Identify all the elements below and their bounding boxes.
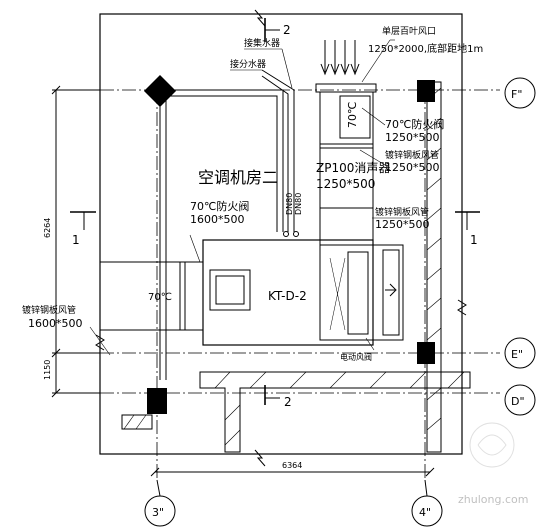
section-label-right: 1	[470, 233, 478, 247]
wall-bottom	[121, 371, 471, 453]
water-leaders	[230, 48, 293, 89]
louver-intake	[315, 39, 395, 93]
column-f4	[417, 80, 435, 102]
dim-horizontal: 6364	[282, 461, 302, 470]
label-louver-spec: 1250*2000,底部距地1m	[368, 42, 483, 55]
label-fire-damper-left-title: 70℃防火阀	[190, 199, 249, 213]
duct-vertical	[319, 92, 386, 245]
label-silencer-title: ZP100消声器	[316, 161, 390, 175]
label-water-collector: 接集水器	[244, 37, 280, 49]
label-louver-title: 单层百叶风口	[382, 25, 436, 37]
leader-duct-left	[89, 326, 111, 356]
axis-bubble-3: 3"	[144, 479, 176, 527]
section-label-left: 1	[72, 233, 80, 247]
label-steel-duct-mid-size: 1250*500	[375, 218, 430, 231]
section-label-top: 2	[283, 23, 291, 37]
axis-bubble-e: E"	[504, 337, 536, 369]
axis-bubble-4: 4"	[411, 479, 443, 527]
section-mark-left	[70, 211, 96, 230]
section-mark-bottom	[264, 385, 280, 405]
pipe-label-b: DN80	[294, 193, 303, 215]
dimension-lines	[51, 85, 435, 477]
watermark-text: zhulong.com	[458, 493, 528, 506]
grid-lines	[56, 89, 500, 480]
label-steel-duct-left-size: 1600*500	[28, 317, 83, 330]
column-d3	[147, 388, 167, 414]
axis-bubble-d: D"	[504, 384, 536, 416]
label-steel-duct-left-title: 镀锌钢板风管	[22, 304, 76, 316]
duct-horizontal-left	[100, 234, 203, 331]
label-water-distributor: 接分水器	[230, 58, 266, 70]
axis-label-3: 3"	[152, 506, 164, 519]
axis-label-4: 4"	[419, 506, 431, 519]
dim-vertical-main: 6264	[43, 218, 52, 238]
label-damper-70: 70℃	[148, 292, 172, 303]
section-mark-right	[455, 211, 480, 230]
dim-vertical-lower: 1150	[43, 360, 52, 380]
unit-label: KT-D-2	[268, 289, 307, 303]
break-marks	[95, 9, 467, 467]
label-steel-duct-top-title: 镀锌钢板风管	[385, 149, 439, 161]
label-steel-duct-mid-title: 镀锌钢板风管	[375, 206, 429, 218]
label-fire-damper-top-title: 70℃防火阀	[385, 117, 444, 131]
room-name: 空调机房二	[198, 168, 278, 187]
duct-outlet-right	[365, 244, 404, 351]
axis-label-d: D"	[511, 395, 525, 408]
pipe-label-a: DN80	[285, 193, 294, 215]
axis-label-e: E"	[511, 348, 523, 361]
label-temp-marker: 70℃	[346, 102, 359, 128]
label-fire-damper-top-size: 1250*500	[385, 131, 440, 144]
label-steel-duct-top-size: 1250*500	[385, 161, 440, 174]
label-fire-damper-left-size: 1600*500	[190, 213, 245, 226]
section-mark-top	[264, 18, 280, 42]
label-electric-damper: 电动风阀	[340, 352, 372, 362]
axis-bubble-f: F"	[504, 77, 536, 109]
axis-label-f: F"	[511, 88, 522, 101]
column-e4	[417, 342, 435, 364]
water-pipes	[159, 69, 299, 380]
room-frame	[99, 13, 463, 455]
label-silencer-size: 1250*500	[316, 177, 375, 191]
watermark: zhulong.com	[458, 422, 528, 506]
section-label-bottom: 2	[284, 395, 292, 409]
